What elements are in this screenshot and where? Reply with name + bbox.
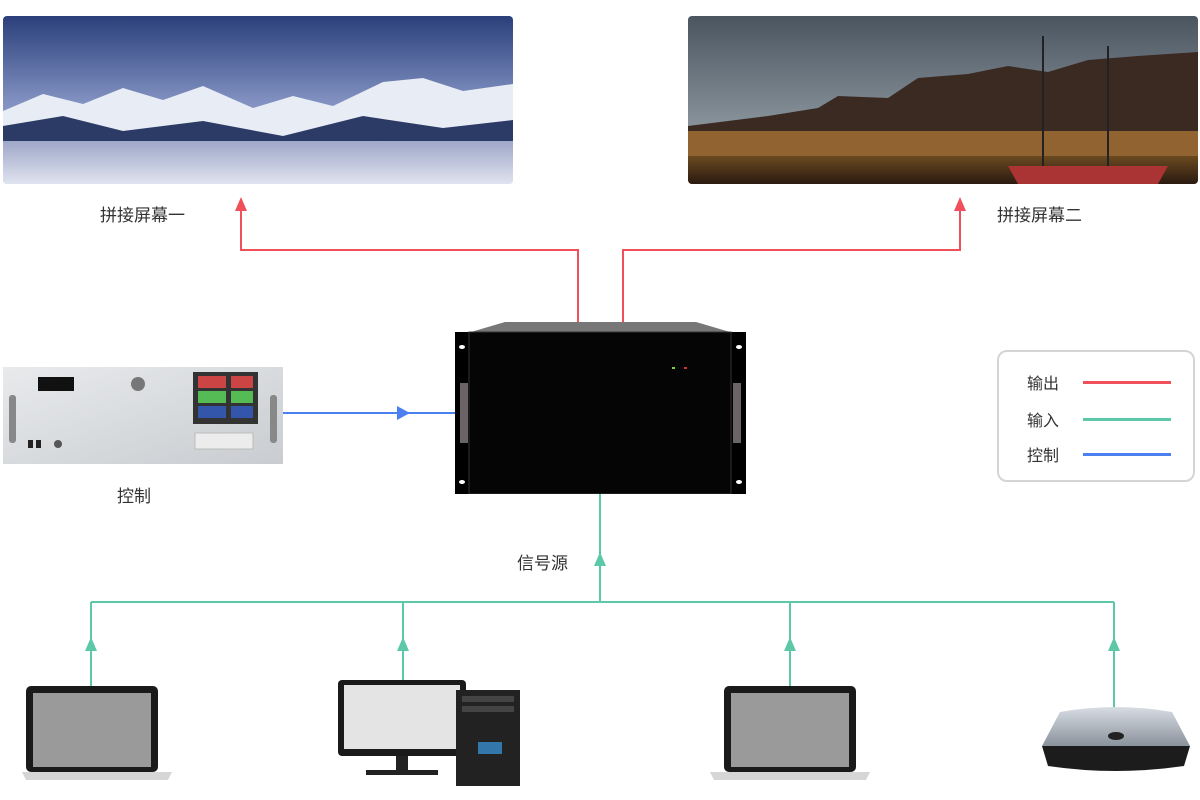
arrow-up-icon <box>784 637 796 651</box>
laptop-2 <box>710 686 870 780</box>
arrow-up-icon <box>235 197 247 211</box>
arrow-up-icon <box>397 637 409 651</box>
screen-1-label: 拼接屏幕一 <box>100 206 185 226</box>
splice-screen-2 <box>688 16 1198 184</box>
output-lines <box>240 205 961 323</box>
screen-2-label: 拼接屏幕二 <box>997 206 1082 226</box>
arrow-up-icon <box>954 197 966 211</box>
legend-line-output <box>1083 380 1172 384</box>
legend-item-control: 控制 <box>1027 442 1172 466</box>
splice-screen-1 <box>3 16 513 184</box>
signal-source-label: 信号源 <box>517 554 568 574</box>
mountain-image <box>3 16 513 184</box>
legend-label: 控制 <box>1027 446 1060 465</box>
arrow-up-icon <box>1108 637 1120 651</box>
controller-device <box>3 367 283 464</box>
arrow-up-icon <box>85 637 97 651</box>
status-led <box>684 367 687 369</box>
arrow-up-icon <box>594 552 606 566</box>
legend-line-control <box>1083 452 1172 456</box>
arrow-right-icon <box>397 406 410 420</box>
laptop-1 <box>22 686 172 780</box>
input-lines <box>90 493 1115 708</box>
legend-item-input: 输入 <box>1027 407 1172 431</box>
controller-label: 控制 <box>117 487 151 507</box>
legend: 输出 输入 控制 <box>997 350 1195 482</box>
video-processor <box>455 322 746 494</box>
legend-label: 输入 <box>1027 411 1060 430</box>
legend-line-input <box>1083 417 1172 421</box>
desktop-computer <box>338 680 520 786</box>
legend-item-output: 输出 <box>1027 370 1172 394</box>
power-led <box>672 367 675 369</box>
legend-label: 输出 <box>1027 374 1060 393</box>
harbor-image <box>688 16 1198 184</box>
set-top-box <box>1042 707 1190 771</box>
